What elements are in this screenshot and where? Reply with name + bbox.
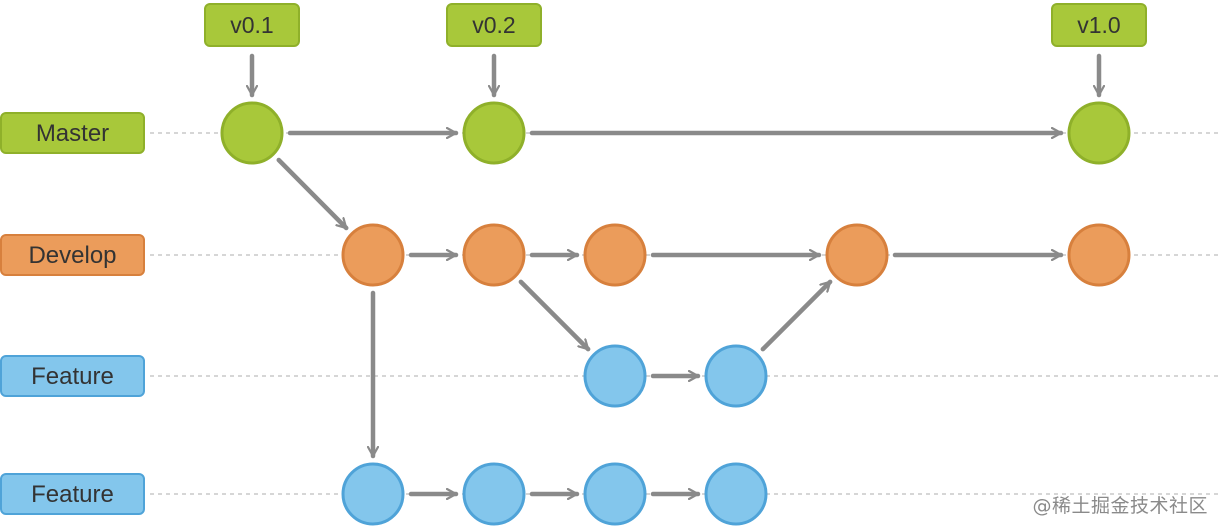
arrow-f2-to-d4 [760, 279, 833, 352]
lane-label-box [0, 112, 145, 154]
commit-node-feature2 [341, 462, 405, 526]
version-tag-box [1051, 3, 1147, 47]
arrow-m1-to-d1 [276, 157, 349, 231]
commit-node-feature1 [704, 344, 768, 408]
lane-label: Feature [31, 363, 114, 390]
version-tag-box [204, 3, 300, 47]
version-tag-box [446, 3, 542, 47]
lane-label-box [0, 355, 145, 397]
commit-node-develop [341, 223, 405, 287]
commit-node-master [462, 101, 526, 165]
watermark: @稀土掘金技术社区 [1032, 495, 1208, 517]
commit-node-develop [1067, 223, 1131, 287]
lane-label-box [0, 473, 145, 515]
commit-node-feature2 [462, 462, 526, 526]
lane-label: Develop [28, 242, 116, 269]
arrow-d2-to-f1 [518, 279, 591, 352]
lane-label: Feature [31, 481, 114, 508]
commit-node-master [1067, 101, 1131, 165]
commit-node-feature2 [583, 462, 647, 526]
version-tag: v1.0 [1051, 3, 1147, 98]
lane-develop: Develop [0, 234, 1222, 276]
commit-node-master [220, 101, 284, 165]
commit-node-develop [825, 223, 889, 287]
lane-label: Master [36, 120, 109, 147]
version-tag: v0.2 [446, 3, 542, 98]
version-tag: v0.1 [204, 3, 300, 98]
version-tag-label: v0.2 [472, 12, 515, 38]
version-tag-label: v0.1 [230, 12, 273, 38]
commit-node-feature2 [704, 462, 768, 526]
commit-node-develop [462, 223, 526, 287]
lane-label-box [0, 234, 145, 276]
commit-node-develop [583, 223, 647, 287]
commit-node-feature1 [583, 344, 647, 408]
version-tag-label: v1.0 [1077, 12, 1120, 38]
